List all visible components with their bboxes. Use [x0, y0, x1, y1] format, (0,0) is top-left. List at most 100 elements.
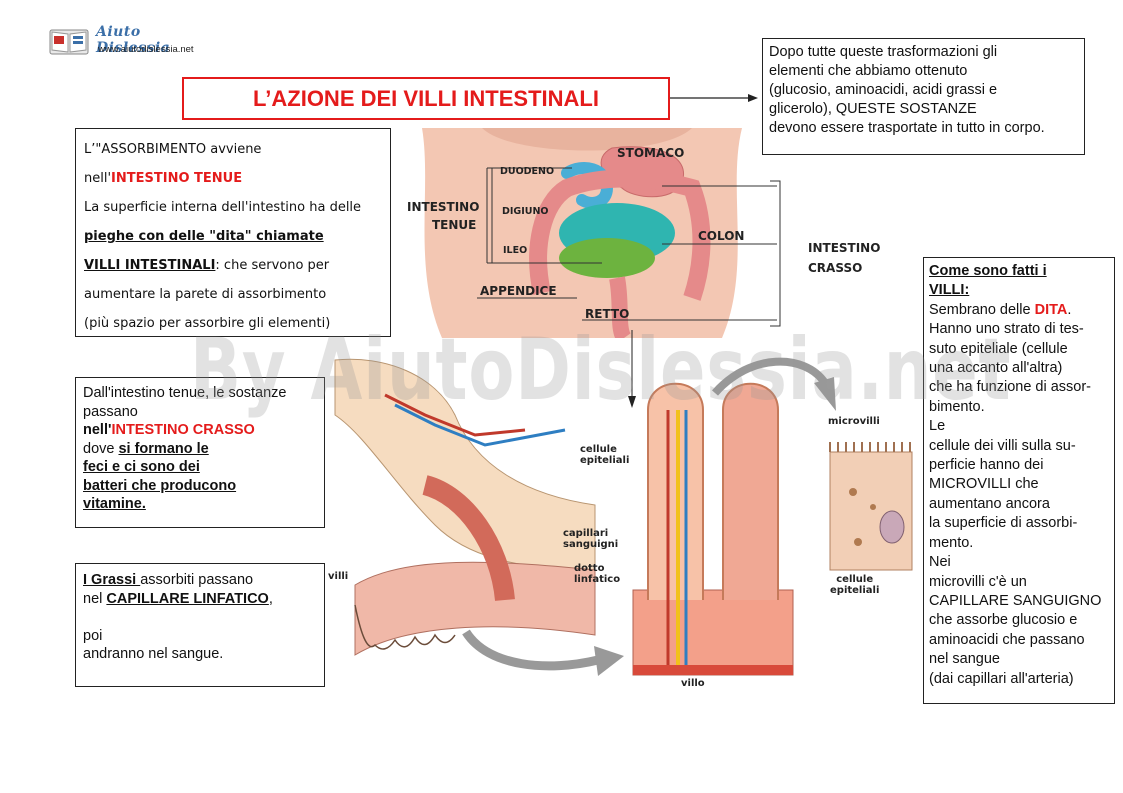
text: cellule: [836, 574, 874, 585]
text: cellule: [580, 444, 617, 455]
label-colon: COLON: [698, 229, 745, 243]
label-intestino-tenue-2: TENUE: [432, 218, 477, 232]
transport-line: elementi che abbiamo ottenuto: [769, 63, 968, 79]
villi-text-line: che ha funzione di assor-: [929, 379, 1092, 396]
text-line: passano: [83, 403, 138, 420]
label-intestino-crasso-2: CRASSO: [808, 261, 863, 275]
absorption-line-4: pieghe con delle "dita" chiamate: [84, 229, 324, 244]
absorption-line-1: L’"ASSORBIMENTO avviene: [84, 142, 262, 157]
text: nell': [84, 171, 112, 186]
page-title: L’AZIONE DEI VILLI INTESTINALI: [253, 85, 599, 111]
curved-arrow-2-icon: [711, 357, 836, 411]
villi-text-line: aumentano ancora: [929, 495, 1050, 512]
book-logo-icon: [49, 29, 89, 55]
text: dotto: [574, 563, 605, 574]
villi-text-line: (dai capillari all'arteria): [929, 670, 1074, 687]
label-retto: RETTO: [585, 307, 630, 321]
villi-text-line: bimento.: [929, 398, 985, 415]
villi-text-line: suto epiteliale (cellule: [929, 340, 1068, 357]
absorption-line-3: La superficie interna dell'intestino ha …: [84, 200, 362, 215]
text-line: nell'INTESTINO CRASSO: [83, 421, 317, 440]
logo-name: Aiuto Dislessia: [96, 24, 171, 56]
transport-line: glicerolo), QUESTE SOSTANZE: [769, 101, 977, 117]
villi-text-line: microvilli c'è un: [929, 573, 1027, 590]
villi-text-line: cellule dei villi sulla su-: [929, 437, 1076, 454]
villi-text-line: mento.: [929, 534, 974, 551]
text: .: [1067, 301, 1072, 318]
fats-term: I Grassi: [83, 572, 141, 588]
small-intestine-highlight: INTESTINO TENUE: [111, 171, 243, 186]
text-line: andranno nel sangue.: [83, 646, 224, 662]
text-line: vitamine.: [83, 496, 146, 512]
villi-lines: Hanno uno strato di tes-suto epiteliale …: [929, 320, 1109, 689]
villi-box: Come sono fatti i VILLI: Sembrano delle …: [923, 257, 1115, 704]
text-line: dove si formano le: [83, 440, 317, 459]
curved-arrow-icon: [462, 629, 624, 676]
text: nell': [83, 422, 112, 438]
microvilli-illustration: [829, 442, 913, 571]
label-digiuno: DIGIUNO: [502, 206, 549, 217]
lymph-capillary-term: CAPILLARE LINFATICO: [106, 590, 269, 607]
text-line: Dall'intestino tenue, le sostanze: [83, 385, 287, 401]
label-villi: villi: [328, 571, 349, 582]
logo-url: www.aiutodislessia.net: [98, 44, 194, 55]
absorption-line-6: aumentare la parete di assorbimento: [84, 287, 327, 302]
label-microvilli: microvilli: [828, 416, 880, 427]
abdomen-illustration: [402, 128, 777, 338]
absorption-line-5: VILLI INTESTINALI: che servono per: [84, 251, 382, 280]
text: capillari: [563, 528, 609, 539]
label-appendice: APPENDICE: [480, 284, 557, 298]
arrow-down-icon: [628, 330, 636, 408]
text-line: batteri che producono: [83, 477, 237, 494]
text: : che servono per: [215, 258, 330, 273]
villi-text-line: Hanno uno strato di tes-: [929, 321, 1084, 338]
transport-box: Dopo tutte queste trasformazioni gli ele…: [762, 38, 1085, 155]
text: si formano le: [118, 440, 209, 457]
intestine-section-illustration: [334, 358, 596, 656]
fats-box: I Grassi assorbiti passano nel CAPILLARE…: [75, 563, 325, 687]
label-stomaco: STOMACO: [617, 146, 685, 160]
text: epiteliali: [580, 455, 630, 466]
text: nel: [83, 590, 107, 607]
watermark: By AiutoDislessia.net: [190, 320, 1012, 420]
villi-text-line: che assorbe glucosio e: [929, 612, 1078, 629]
absorption-box: L’"ASSORBIMENTO avviene nell'INTESTINO T…: [75, 128, 391, 337]
villi-text-line: la superficie di assorbi-: [929, 515, 1078, 532]
villus-illustration: [632, 382, 794, 676]
text: epiteliali: [830, 585, 880, 596]
absorption-line-7: (più spazio per assorbire gli elementi): [84, 316, 331, 331]
label-duodeno: DUODENO: [500, 166, 555, 177]
text-line: I Grassi assorbiti passano: [83, 571, 317, 590]
villi-text-line: Nei: [929, 554, 951, 571]
text: dove: [83, 440, 119, 457]
text-line: nel CAPILLARE LINFATICO,: [83, 590, 317, 609]
villi-term: VILLI INTESTINALI: [84, 258, 216, 273]
label-intestino-tenue-1: INTESTINO: [407, 200, 480, 214]
transport-line: devono essere trasportate in tutto in co…: [769, 120, 1045, 136]
spacer: [83, 608, 317, 627]
text: Sembrano delle: [929, 301, 1035, 318]
text-line: poi: [83, 627, 103, 644]
villi-text-line: CAPILLARE SANGUIGNO: [929, 592, 1102, 609]
text: assorbiti passano: [140, 572, 254, 588]
text: linfatico: [574, 574, 621, 585]
villi-text-line: una accanto all'altra): [929, 360, 1063, 377]
text-line: feci e ci sono dei: [83, 459, 200, 475]
villi-text-line: perficie hanno dei: [929, 457, 1044, 474]
villi-text-line: aminoacidi che passano: [929, 631, 1085, 648]
transport-line: (glucosio, aminoacidi, acidi grassi e: [769, 82, 998, 98]
text: sanguigni: [563, 539, 619, 550]
page-title-box: L’AZIONE DEI VILLI INTESTINALI: [182, 77, 670, 120]
villi-heading: Come sono fatti i: [929, 263, 1047, 279]
absorption-line-2: nell'INTESTINO TENUE: [84, 164, 382, 193]
bracket-icon: [770, 180, 781, 327]
villi-text-line: Le: [929, 418, 946, 435]
villi-heading: VILLI:: [929, 282, 970, 299]
label-ileo: ILEO: [503, 245, 528, 256]
large-intestine-highlight: INTESTINO CRASSO: [111, 422, 255, 438]
large-intestine-box: Dall'intestino tenue, le sostanze passan…: [75, 377, 325, 528]
